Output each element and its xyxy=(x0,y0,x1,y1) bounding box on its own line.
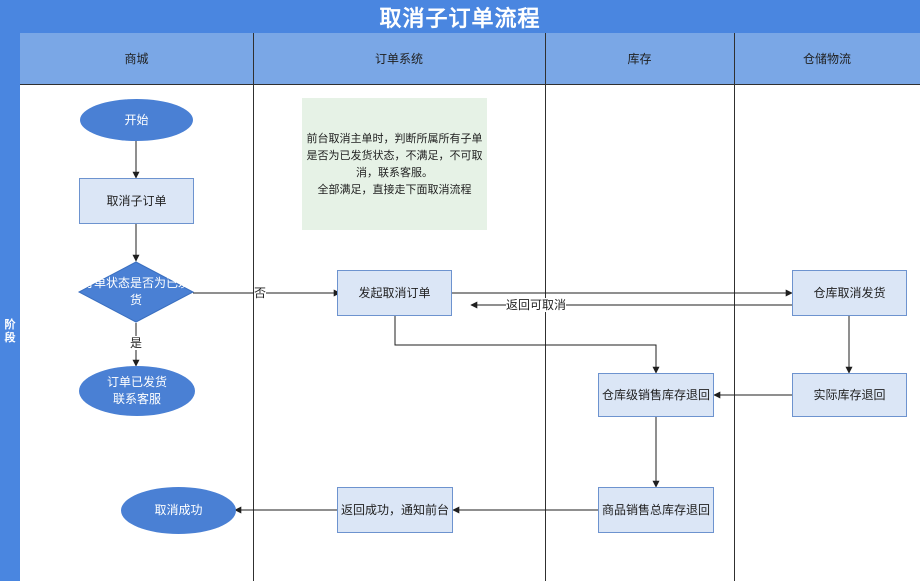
lane-divider xyxy=(253,33,254,581)
lane-header-logistics: 仓储物流 xyxy=(802,52,851,66)
cancel-sub-order-node: 取消子订单 xyxy=(79,178,194,224)
total-sales-return-node: 商品销售总库存退回 xyxy=(598,487,714,533)
shipped-contact-node: 订单已发货 联系客服 xyxy=(79,366,195,416)
lane-header-row xyxy=(20,33,920,84)
edge-initiate-to-wh-sales xyxy=(394,316,660,374)
decision-diamond xyxy=(77,261,195,323)
lane-header-inventory: 库存 xyxy=(627,52,652,66)
warehouse-cancel-node: 仓库取消发货 xyxy=(792,270,907,316)
diagram-title: 取消子订单流程 xyxy=(0,0,920,33)
lane-divider xyxy=(734,33,735,581)
edge-label-yes: 是 xyxy=(130,336,143,350)
actual-return-node: 实际库存退回 xyxy=(792,373,907,417)
start-node: 开始 xyxy=(80,99,193,141)
phase-label: 阶段 xyxy=(4,318,16,344)
lane-header-mall: 商城 xyxy=(124,52,149,66)
decision-label: 订单状态是否为已发货 xyxy=(81,276,190,307)
lane-header-order-system: 订单系统 xyxy=(374,52,423,66)
return-success-node: 返回成功，通知前台 xyxy=(337,487,453,533)
note-text: 前台取消主单时，判断所属所有子单是否为已发货状态，不满足，不可取消，联系客服。 … xyxy=(306,132,483,196)
edge-label-return-cancellable: 返回可取消 xyxy=(506,298,567,312)
phase-band xyxy=(0,33,20,581)
edge-label-no: 否 xyxy=(254,286,267,300)
note-box: 前台取消主单时，判断所属所有子单是否为已发货状态，不满足，不可取消，联系客服。 … xyxy=(302,98,487,230)
initiate-cancel-node: 发起取消订单 xyxy=(337,270,452,316)
cancel-success-node: 取消成功 xyxy=(121,487,236,534)
wh-sales-return-node: 仓库级销售库存退回 xyxy=(598,373,714,417)
lane-header-divider xyxy=(20,84,920,85)
